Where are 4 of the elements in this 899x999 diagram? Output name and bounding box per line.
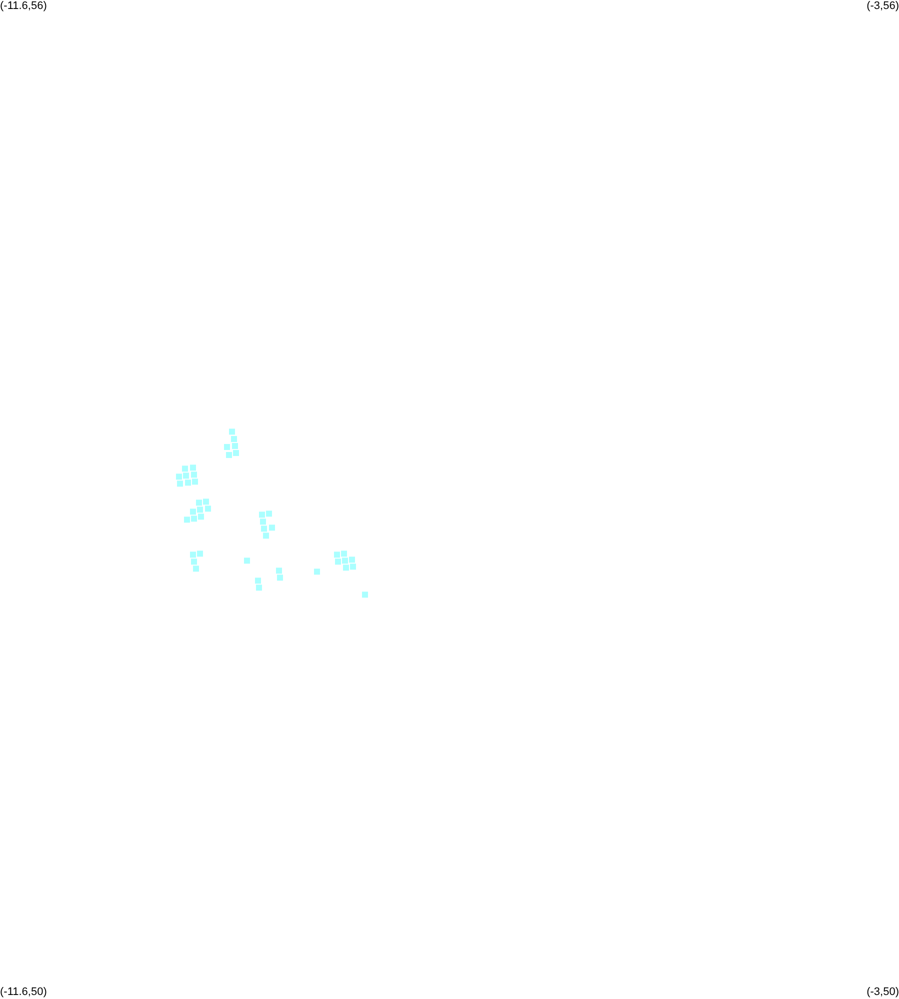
corner-coordinate-label: (-11.6,56) bbox=[0, 0, 47, 13]
corner-coordinate-label: (-3,56) bbox=[866, 0, 899, 13]
corner-coordinate-label: (-3,50) bbox=[866, 986, 899, 999]
corner-coordinate-label: (-11.6,50) bbox=[0, 986, 47, 999]
